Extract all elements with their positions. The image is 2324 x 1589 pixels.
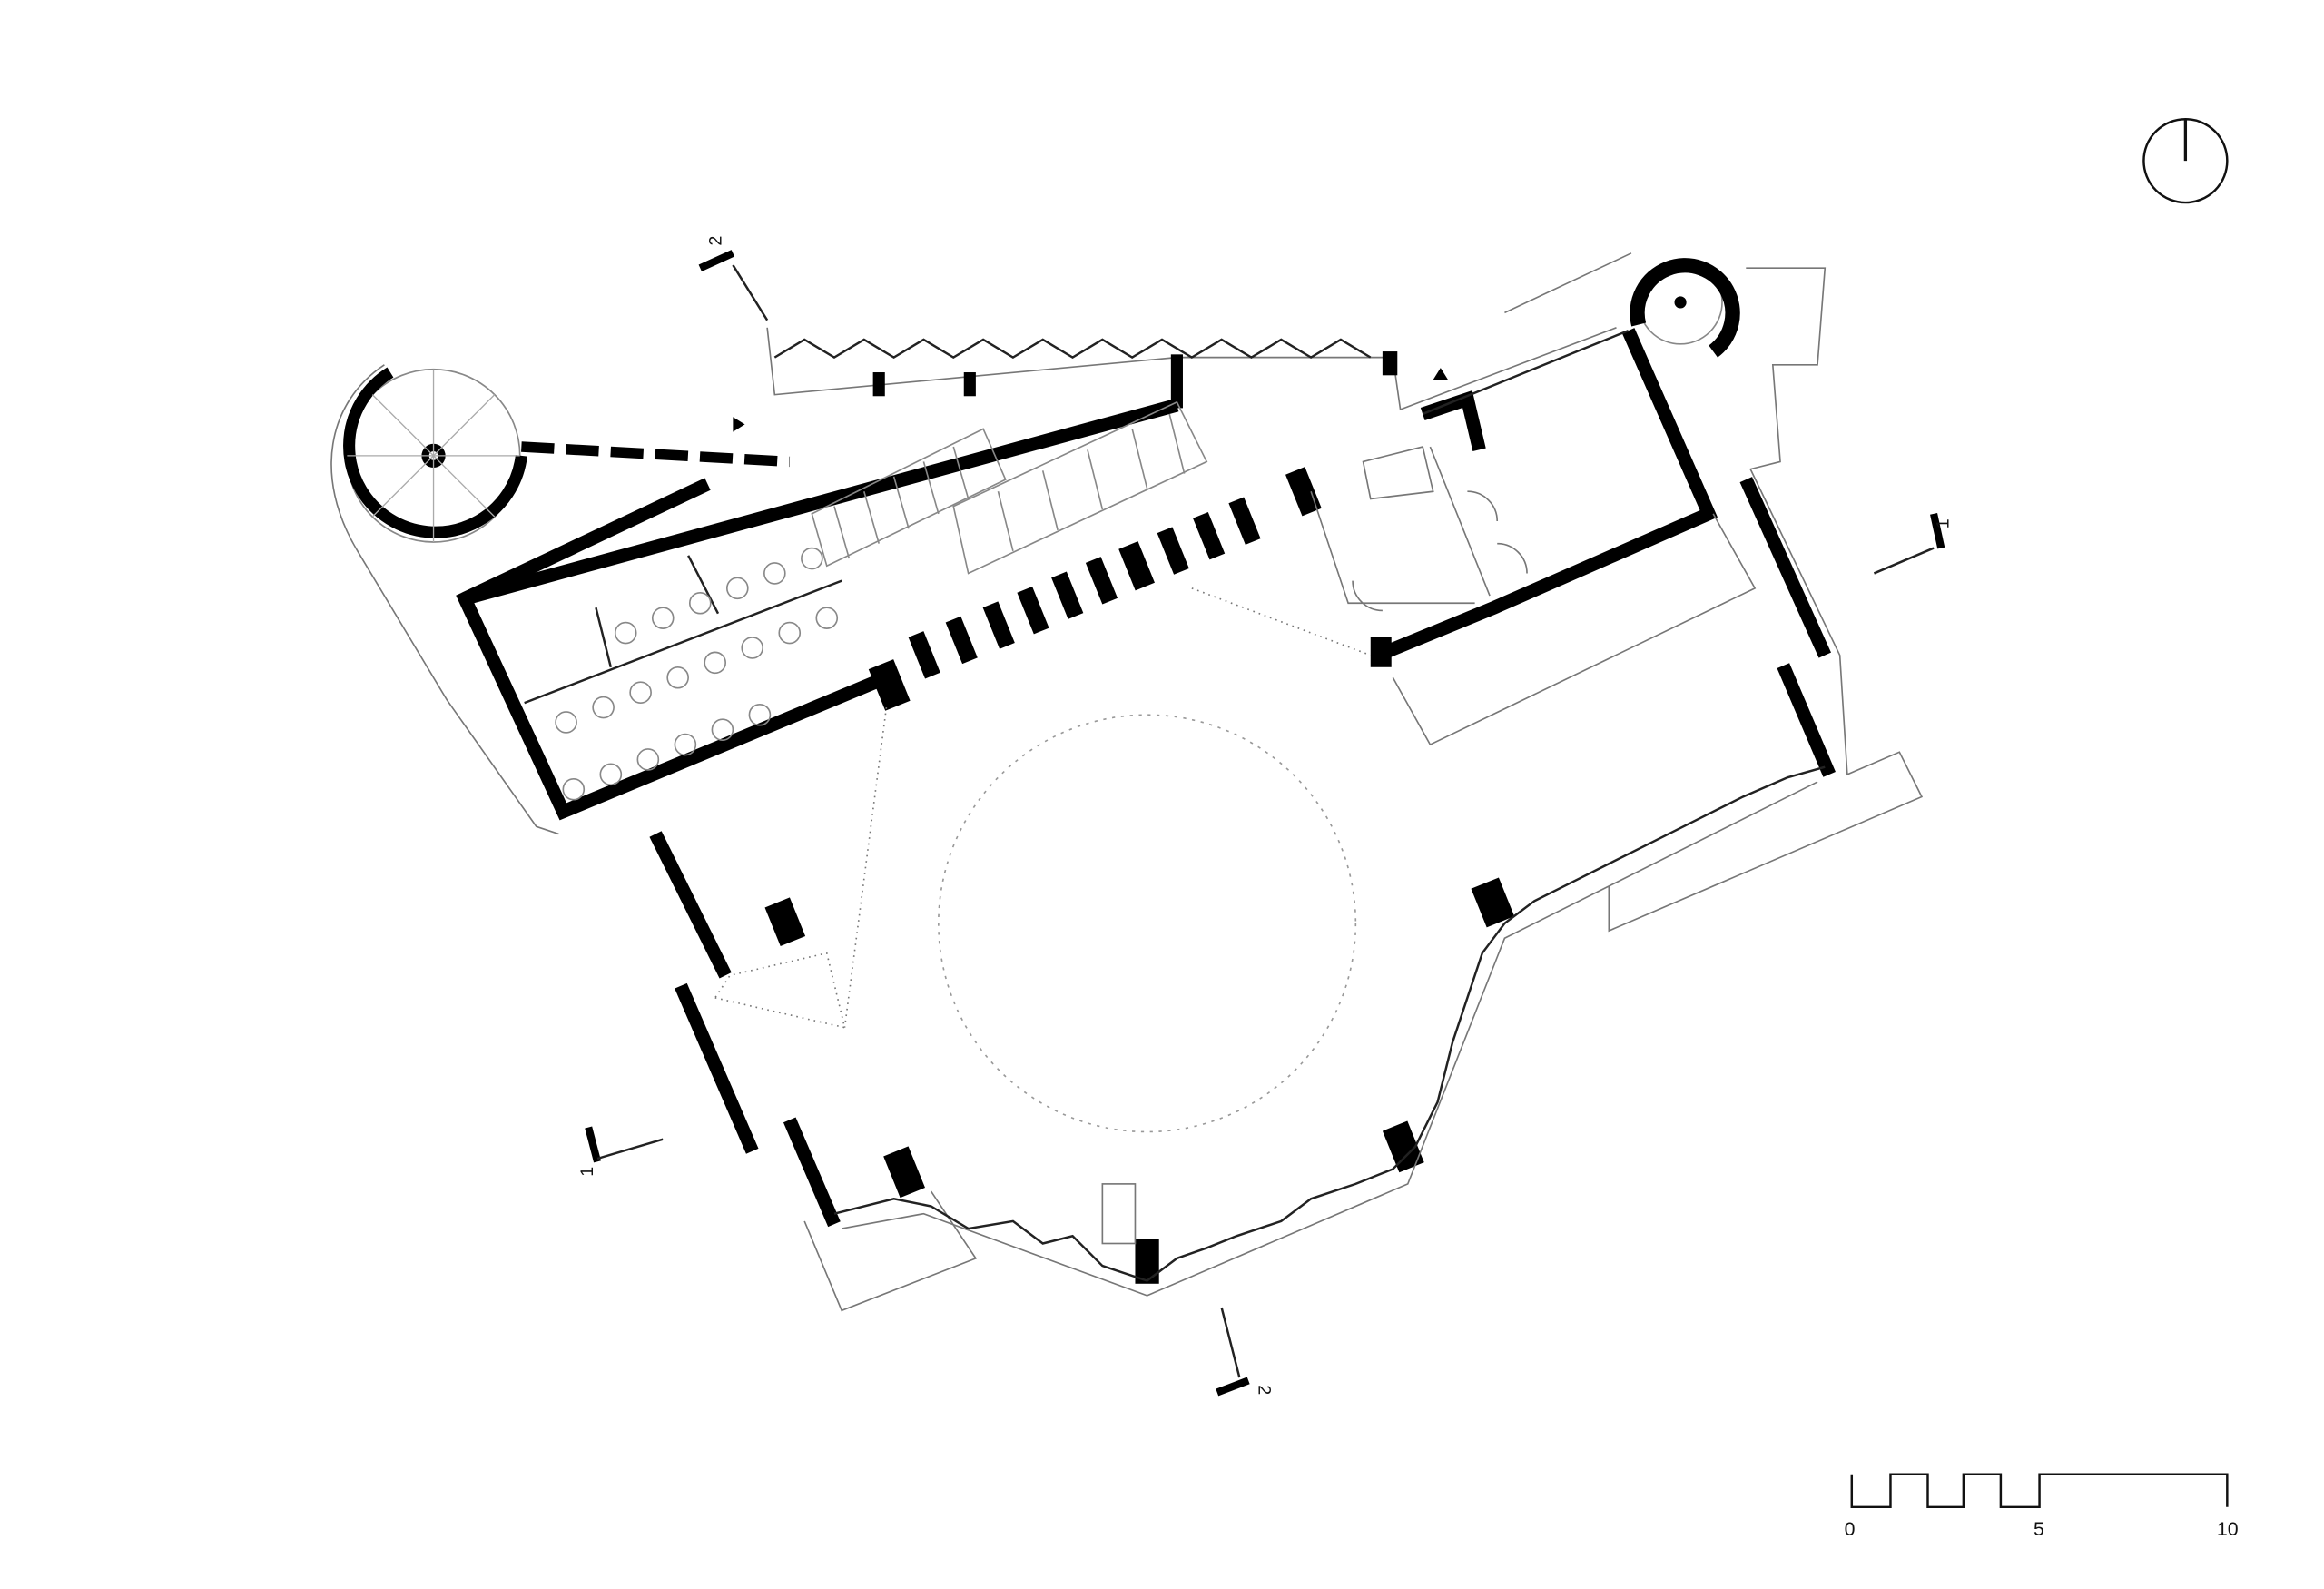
spiral-stair-left — [343, 367, 791, 543]
site-outline — [330, 252, 1924, 1312]
scale-label-5: 5 — [2034, 1518, 2044, 1540]
scale-label-0: 0 — [1845, 1518, 1856, 1540]
small-stair — [1101, 1183, 1137, 1245]
north-arrow-icon — [2142, 117, 2229, 204]
section-1-left: 1 — [577, 1126, 664, 1177]
svg-text:1: 1 — [577, 1167, 597, 1177]
right-room — [1310, 328, 1757, 746]
entrance-markers — [733, 368, 1449, 432]
guide-lines — [714, 587, 1372, 1029]
main-stair — [811, 400, 1208, 575]
section-2-bottom: 2 — [1216, 1307, 1275, 1397]
section-2-top: 2 — [698, 236, 769, 321]
svg-text:2: 2 — [705, 236, 725, 246]
south-walls — [649, 477, 1836, 1297]
svg-text:1: 1 — [1933, 518, 1953, 528]
section-1-right: 1 — [1873, 512, 1953, 575]
scale-label-10: 10 — [2217, 1518, 2239, 1540]
svg-text:2: 2 — [1255, 1385, 1275, 1395]
spiral-stair-right — [1630, 258, 1740, 358]
central-circle — [938, 714, 1357, 1133]
toilet-block — [456, 398, 1179, 821]
colonnade — [908, 467, 1322, 679]
scale-bar: 0 5 10 — [1845, 1473, 2239, 1540]
north-glazing — [773, 338, 1398, 409]
